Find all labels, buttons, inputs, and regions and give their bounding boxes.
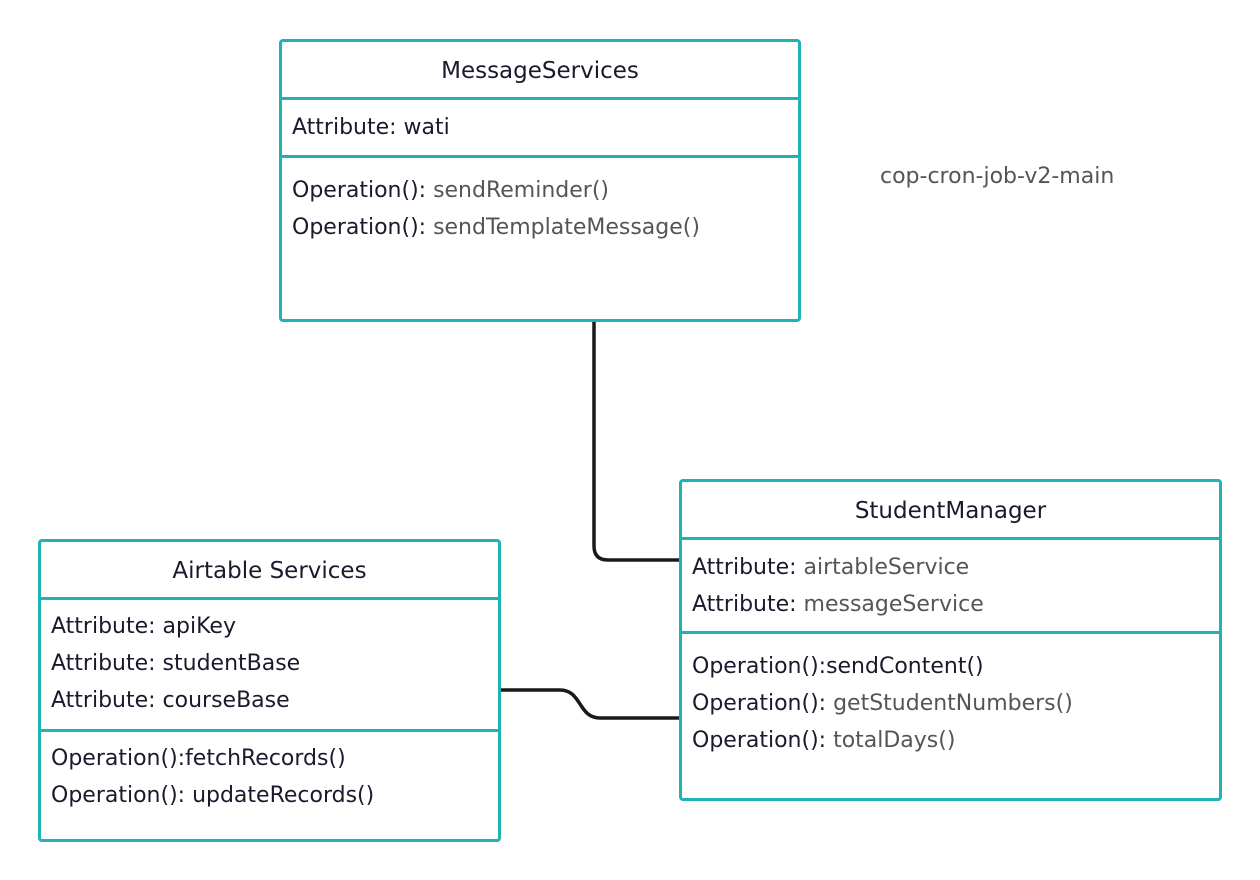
- operation-value: totalDays(): [833, 728, 956, 753]
- operation-row: Operation(): totalDays(): [692, 722, 1219, 759]
- operation-value: fetchRecords(): [185, 746, 346, 771]
- attribute-value: messageService: [803, 592, 984, 617]
- operation-row: Operation(): getStudentNumbers(): [692, 685, 1219, 722]
- class-airtable-services[interactable]: Airtable Services Attribute: apiKey Attr…: [38, 539, 501, 842]
- attribute-row: Attribute: wati: [292, 109, 798, 146]
- operation-row: Operation(): updateRecords(): [51, 777, 498, 814]
- operation-prefix: Operation():: [692, 728, 834, 753]
- class-name: Airtable Services: [41, 542, 498, 600]
- operation-value: sendContent(): [826, 654, 984, 679]
- operation-prefix: Operation():: [51, 746, 186, 771]
- attribute-prefix: Attribute:: [692, 555, 804, 580]
- class-message-services[interactable]: MessageServices Attribute: wati Operatio…: [279, 39, 801, 322]
- operation-row: Operation(): sendTemplateMessage(): [292, 209, 798, 246]
- attribute-value: studentBase: [162, 651, 301, 676]
- class-student-manager[interactable]: StudentManager Attribute: airtableServic…: [679, 479, 1222, 801]
- operation-prefix: Operation():: [292, 178, 434, 203]
- attributes-section: Attribute: apiKey Attribute: studentBase…: [41, 600, 498, 732]
- connector-message-to-student: [592, 322, 679, 562]
- operation-value: getStudentNumbers(): [833, 691, 1073, 716]
- attributes-section: Attribute: wati: [282, 100, 798, 158]
- connector-airtable-to-student: [501, 688, 679, 720]
- attributes-section: Attribute: airtableService Attribute: me…: [682, 540, 1219, 634]
- operation-value: updateRecords(): [192, 783, 375, 808]
- attribute-row: Attribute: apiKey: [51, 608, 498, 645]
- operation-prefix: Operation():: [51, 783, 193, 808]
- attribute-value: courseBase: [162, 688, 290, 713]
- attribute-value: apiKey: [162, 614, 236, 639]
- attribute-row: Attribute: courseBase: [51, 682, 498, 719]
- operation-prefix: Operation():: [292, 215, 434, 240]
- diagram-caption: cop-cron-job-v2-main: [880, 164, 1115, 189]
- attribute-row: Attribute: airtableService: [692, 549, 1219, 586]
- operation-row: Operation():fetchRecords(): [51, 740, 498, 777]
- operation-prefix: Operation():: [692, 654, 827, 679]
- attribute-prefix: Attribute:: [51, 614, 163, 639]
- class-name: StudentManager: [682, 482, 1219, 540]
- operation-value: sendTemplateMessage(): [433, 215, 700, 240]
- attribute-row: Attribute: studentBase: [51, 645, 498, 682]
- operation-value: sendReminder(): [433, 178, 609, 203]
- operation-row: Operation(): sendReminder(): [292, 172, 798, 209]
- attribute-value: wati: [403, 115, 450, 140]
- attribute-prefix: Attribute:: [51, 651, 163, 676]
- attribute-prefix: Attribute:: [292, 115, 404, 140]
- attribute-value: airtableService: [803, 555, 970, 580]
- class-name: MessageServices: [282, 42, 798, 100]
- operation-prefix: Operation():: [692, 691, 834, 716]
- attribute-prefix: Attribute:: [692, 592, 804, 617]
- operations-section: Operation(): sendReminder() Operation():…: [282, 158, 798, 246]
- operation-row: Operation():sendContent(): [692, 648, 1219, 685]
- operations-section: Operation():sendContent() Operation(): g…: [682, 634, 1219, 759]
- attribute-prefix: Attribute:: [51, 688, 163, 713]
- operations-section: Operation():fetchRecords() Operation(): …: [41, 732, 498, 814]
- attribute-row: Attribute: messageService: [692, 586, 1219, 623]
